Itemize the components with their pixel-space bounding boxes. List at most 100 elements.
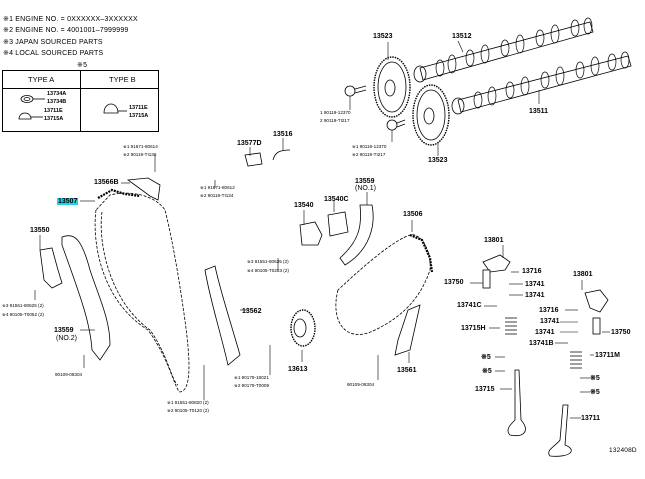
- type-b-header: TYPE B: [109, 75, 136, 84]
- type-a-part[interactable]: 13734A: [47, 91, 67, 97]
- crank-sprocket-13613[interactable]: [290, 309, 316, 347]
- pipe-13516[interactable]: [272, 149, 291, 161]
- bolt-label[interactable]: ※1 91671-80612: [200, 185, 235, 190]
- part-label-13750[interactable]: 13750: [444, 279, 464, 286]
- bolt-label[interactable]: ※2 90179-T0009: [234, 383, 270, 388]
- type-b-part[interactable]: 13711E: [129, 105, 148, 111]
- bolt-label[interactable]: ※2 90119-TI217: [352, 152, 386, 157]
- note-5-label: ※5: [590, 375, 600, 382]
- part-label-13507-highlighted[interactable]: 13507: [57, 198, 79, 205]
- washer-icon: [20, 95, 45, 103]
- type-table: TYPE A TYPE B 13734A 13734B 13711E 13715…: [2, 70, 159, 132]
- part-label-13577d[interactable]: 13577D: [237, 140, 262, 147]
- part-label-13506[interactable]: 13506: [403, 211, 423, 218]
- part-label-13741[interactable]: 13741: [525, 281, 545, 288]
- part-label-13741[interactable]: 13741: [540, 318, 560, 325]
- cam-sprocket-13523-lower[interactable]: [412, 84, 450, 146]
- spring-13715h[interactable]: [505, 317, 517, 335]
- bolt-label[interactable]: 90109-08304: [347, 382, 375, 387]
- chain-guide-13566b[interactable]: [126, 177, 161, 201]
- diagram-id: 132408D: [609, 447, 637, 454]
- part-label-13711[interactable]: 13711: [581, 415, 601, 422]
- chain-damper-13561[interactable]: [394, 304, 421, 356]
- part-label-13540c[interactable]: 13540C: [324, 196, 349, 203]
- part-label-13511[interactable]: 13511: [529, 108, 549, 115]
- part-label-13711m[interactable]: 13711M: [595, 352, 620, 359]
- part-label-13561[interactable]: 13561: [397, 367, 417, 374]
- part-label-13559-no2[interactable]: 13559: [54, 327, 74, 334]
- part-label-13750[interactable]: 13750: [611, 329, 631, 336]
- type-a-part[interactable]: 13715A: [44, 116, 64, 122]
- tensioner-13540[interactable]: [299, 221, 323, 246]
- part-label-13566b[interactable]: 13566B: [94, 179, 119, 186]
- timing-chain-13507[interactable]: [94, 188, 190, 393]
- part-label-13512[interactable]: 13512: [452, 33, 472, 40]
- cam-sprocket-13523-upper[interactable]: [373, 56, 411, 118]
- bolt-cam-lower[interactable]: [386, 119, 406, 131]
- leader-lines: [34, 40, 610, 419]
- part-label-13801[interactable]: 13801: [484, 237, 504, 244]
- bolt-label[interactable]: 90109-08304: [55, 372, 83, 377]
- type-a-part[interactable]: 13711E: [44, 108, 63, 114]
- note-2: ※2 ENGINE NO. = 4001001–7999999: [3, 27, 129, 34]
- bolt-label[interactable]: ※1 90119-12370: [352, 144, 387, 149]
- part-label-13801[interactable]: 13801: [573, 271, 593, 278]
- part-label-13559-no1-sub: (NO.1): [355, 185, 376, 192]
- valve-13715[interactable]: [507, 369, 526, 437]
- part-label-13523[interactable]: 13523: [428, 157, 448, 164]
- part-label-13716[interactable]: 13716: [522, 268, 542, 275]
- part-label-13559-no1[interactable]: 13559: [355, 178, 375, 185]
- rocker-arm-13801-left[interactable]: [482, 254, 511, 273]
- part-label-13715h[interactable]: 13715H: [461, 325, 486, 332]
- gasket-13540c[interactable]: [327, 211, 349, 237]
- part-label-13715[interactable]: 13715: [475, 386, 495, 393]
- bolt-label[interactable]: ※4 90105-T0253 (2): [247, 268, 289, 273]
- bolt-label[interactable]: ※2 90105-T0120 (2): [167, 408, 209, 413]
- bolt-label[interactable]: ※1 91671-80614: [123, 144, 158, 149]
- note-3: ※3 JAPAN SOURCED PARTS: [3, 39, 103, 46]
- part-label-13716[interactable]: 13716: [539, 307, 559, 314]
- type-b-part[interactable]: 13715A: [129, 113, 149, 119]
- note-1: ※1 ENGINE NO. = 0XXXXXX–3XXXXXX: [3, 16, 138, 23]
- lash-adjuster-13750-left[interactable]: [482, 269, 491, 289]
- lash-adjuster-13750-right[interactable]: [592, 317, 601, 335]
- bolt-cam-upper[interactable]: [344, 85, 367, 97]
- bolt-label[interactable]: ※2 90119-TI136: [123, 152, 157, 157]
- part-label-13741c[interactable]: 13741C: [457, 302, 482, 309]
- chain-guide-13562[interactable]: [204, 265, 241, 366]
- bolt-label[interactable]: ※3 91551-80625 (2): [2, 303, 44, 308]
- bolt-label[interactable]: ※4 90105-T0052 (2): [2, 312, 44, 317]
- bracket-13577d[interactable]: [244, 152, 263, 167]
- chain-tensioner-13550[interactable]: [39, 247, 63, 289]
- bolt-label[interactable]: ※3 91551-80635 (2): [247, 259, 289, 264]
- part-label-13613[interactable]: 13613: [288, 366, 308, 373]
- part-label-13741[interactable]: 13741: [525, 292, 545, 299]
- part-label-13523[interactable]: 13523: [373, 33, 393, 40]
- valve-seal-icon: [18, 112, 43, 120]
- part-label-13741b[interactable]: 13741B: [529, 340, 554, 347]
- bolt-label[interactable]: 2 90119-TI217: [320, 118, 350, 123]
- chain-slipper-13559-no2[interactable]: [61, 235, 111, 361]
- rocker-arm-13801-right[interactable]: [584, 289, 609, 313]
- part-label-13550[interactable]: 13550: [30, 227, 50, 234]
- part-label-13559-no2-sub: (NO.2): [56, 335, 77, 342]
- part-label-13741[interactable]: 13741: [535, 329, 555, 336]
- camshaft-13512[interactable]: [413, 17, 594, 83]
- timing-chain-13506[interactable]: [335, 233, 434, 335]
- camshaft-13511[interactable]: [451, 51, 632, 115]
- part-label-13540[interactable]: 13540: [294, 202, 314, 209]
- part-label-13562[interactable]: 13562: [242, 308, 262, 315]
- note-5-label: ※5: [482, 368, 492, 375]
- bolt-label[interactable]: ※1 91551-80820 (2): [167, 400, 209, 405]
- bolt-label[interactable]: 1 90119-12370: [320, 110, 351, 115]
- table-note-ref: ※5: [77, 62, 88, 69]
- type-a-part[interactable]: 13734B: [47, 99, 67, 105]
- chain-slipper-13559-no1[interactable]: [339, 204, 374, 266]
- note-5-label: ※5: [481, 354, 491, 361]
- bolt-label[interactable]: ※1 90179-18021: [234, 375, 269, 380]
- spring-13711m[interactable]: [570, 351, 582, 369]
- bolt-label[interactable]: ※2 90119-TI134: [200, 193, 234, 198]
- part-label-13516[interactable]: 13516: [273, 131, 293, 138]
- valve-13711[interactable]: [548, 404, 572, 457]
